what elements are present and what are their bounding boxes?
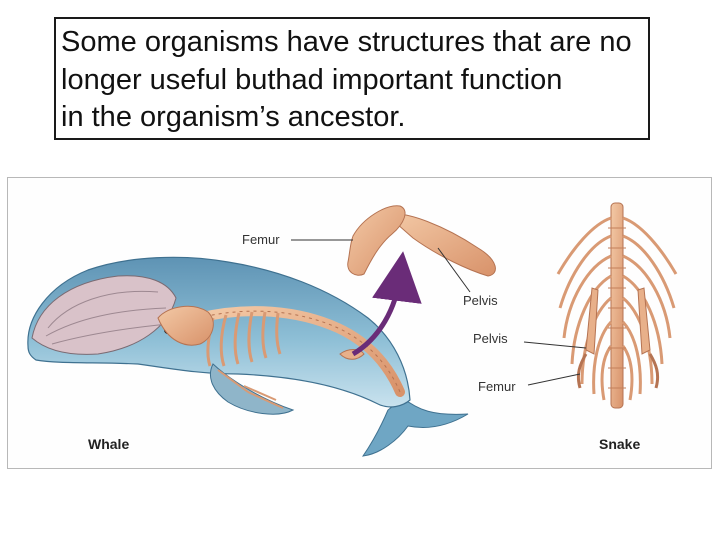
whale-illustration [27,256,469,457]
snake-vestigial-femur-right [648,353,660,389]
snake-vestigial-femur-left [576,353,588,389]
snake-caption: Snake [599,436,640,452]
snake-vestigial-pelvis-left [585,287,599,355]
whale-pelvis-leader [437,247,471,293]
whale-flipper [209,363,295,415]
whale-skull [157,305,214,346]
snake-vertebrae [608,227,626,389]
whale-flipper-bones [217,369,284,409]
snake-pelvis-leader [523,341,587,349]
whale-ribs [206,311,282,367]
snake-pelvis-label: Pelvis [473,331,508,346]
snake-vestigial-pelvis-right [637,287,651,355]
illustration-svg: Femur Pelvis Whale [27,202,678,457]
whale-spine [193,306,405,397]
caption-text: Some organisms have structures that are … [61,26,632,133]
magnify-arrow [351,251,422,357]
vestigial-structures-illustration: Femur Pelvis Whale [7,177,712,469]
whale-pelvis-magnified [347,205,496,277]
snake-ribs [556,216,678,401]
caption-box [54,17,650,140]
whale-pelvis-label: Pelvis [463,293,498,308]
whale-caption: Whale [88,436,129,452]
snake-femur-leader [527,373,581,386]
whale-femur-label: Femur [242,232,280,247]
snake-femur-label: Femur [478,379,516,394]
snake-skeleton [556,202,678,409]
whale-tail [361,397,469,457]
